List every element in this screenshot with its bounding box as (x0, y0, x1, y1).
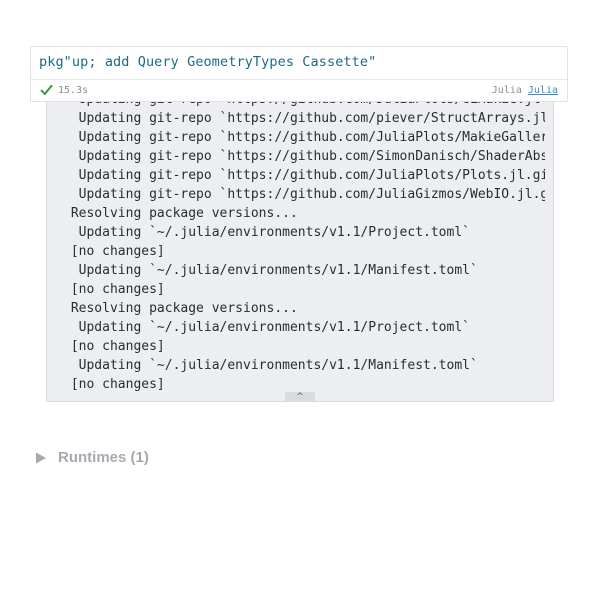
cell-output[interactable]: Updating git-repo `https://github.com/Ju… (46, 102, 554, 402)
output-line: Updating git-repo `https://github.com/Ju… (63, 130, 545, 145)
runtime-label: Julia (491, 85, 522, 96)
output-line: Updating `~/.julia/environments/v1.1/Pro… (63, 225, 470, 240)
output-line: Updating git-repo `https://github.com/pi… (63, 111, 545, 126)
output-line: Resolving package versions... (63, 206, 298, 221)
output-line: [no changes] (63, 339, 165, 354)
output-line: [no changes] (63, 282, 165, 297)
triangle-right-icon (36, 452, 46, 463)
output-line: Updating `~/.julia/environments/v1.1/Man… (63, 263, 478, 278)
output-line: Updating git-repo `https://github.com/Si… (78, 149, 545, 164)
cell-divider (31, 79, 567, 80)
output-log: Updating git-repo `https://github.com/Ju… (63, 102, 545, 394)
runtime-link[interactable]: Julia (527, 85, 558, 96)
output-line: [no changes] (63, 244, 165, 259)
cell-status: 15.3s (40, 84, 88, 96)
code-cell[interactable]: pkg"up; add Query GeometryTypes Cassette… (30, 46, 568, 102)
output-line: Updating git-repo `https://github.com/Ju… (63, 102, 545, 109)
code-input[interactable]: pkg"up; add Query GeometryTypes Cassette… (39, 54, 377, 70)
cell-runtime: Julia Julia (492, 85, 558, 96)
output-line: Updating git-repo `https://github.com/Ju… (63, 168, 545, 183)
output-line: Updating `~/.julia/environments/v1.1/Man… (63, 358, 478, 373)
output-line: Updating `~/.julia/environments/v1.1/Pro… (63, 320, 470, 335)
runtimes-toggle[interactable]: Runtimes (1) (34, 449, 149, 466)
check-icon (40, 84, 53, 95)
collapse-output-button[interactable]: ^ (285, 392, 315, 401)
runtimes-label: Runtimes (1) (58, 449, 149, 466)
output-line: Updating git-repo `https://github.com/Ju… (63, 187, 545, 202)
output-line: Resolving package versions... (63, 301, 298, 316)
run-duration: 15.3s (58, 84, 89, 96)
output-line: [no changes] (63, 377, 165, 392)
